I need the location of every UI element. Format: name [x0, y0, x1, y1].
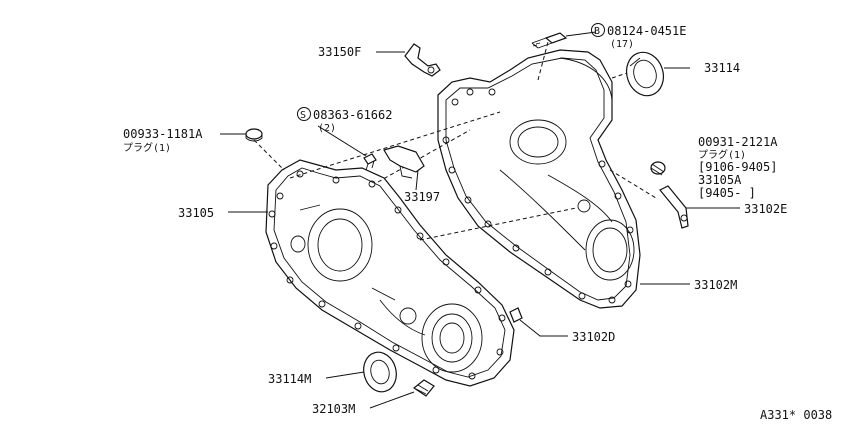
label-08124-qty: (17): [610, 39, 634, 50]
label-08363-61662: 08363-61662: [313, 108, 392, 122]
alignment-line: [253, 139, 285, 171]
rear-housing-33102M: [437, 49, 641, 309]
bolt-08124-0451E: [531, 32, 568, 49]
label-00931-2121A: 00931-2121A: [698, 135, 778, 149]
label-33197: 33197: [404, 190, 440, 204]
circle-mark-icon: [591, 23, 605, 37]
label-33114M: 33114M: [268, 372, 311, 386]
plug-00931-2121A: [650, 161, 666, 176]
label-33105A-date: [9405- ]: [698, 186, 756, 200]
label-33102E: 33102E: [744, 202, 787, 216]
leader-lines: [220, 31, 740, 409]
bolt-08363-61662: [363, 153, 377, 171]
label-00931-date: [9106-9405]: [698, 160, 777, 174]
dowel-33102D: [509, 307, 523, 323]
mark-s: S: [300, 110, 306, 121]
alignment-line: [419, 207, 577, 241]
bracket-33197: [383, 145, 425, 179]
label-33102D: 33102D: [572, 330, 615, 344]
label-00933-sub: プラグ(1): [123, 141, 171, 154]
label-08124-0451E: 08124-0451E: [607, 24, 686, 38]
alignment-line: [377, 129, 471, 183]
label-32103M: 32103M: [312, 402, 355, 416]
label-00931-sub: プラグ(1): [698, 148, 746, 161]
label-33105A: 33105A: [698, 173, 742, 187]
breather-33102E: [659, 185, 689, 229]
oil-seal-33114: [625, 51, 665, 97]
alignment-line: [289, 111, 501, 179]
label-33105: 33105: [178, 206, 214, 220]
label-08363-group: S 08363-61662 (2): [297, 107, 392, 134]
label-33150F: 33150F: [318, 45, 361, 59]
label-00933-group: 00933-1181A プラグ(1): [123, 127, 203, 154]
label-08124-group: B 08124-0451E (17): [591, 23, 686, 50]
label-33114: 33114: [704, 61, 740, 75]
circle-mark-icon: [297, 107, 311, 121]
label-00933-1181A: 00933-1181A: [123, 127, 203, 141]
label-00931-group: 00931-2121A プラグ(1) [9106-9405] 33105A [9…: [698, 135, 778, 200]
mark-b: B: [594, 26, 600, 37]
front-housing-33105: [265, 159, 515, 387]
label-33102M: 33102M: [694, 278, 737, 292]
plug-00933-1181A: [245, 128, 263, 142]
bracket-33150F: [404, 43, 441, 77]
plug-32103M: [412, 379, 435, 397]
label-08363-qty: (2): [318, 123, 336, 134]
oil-seal-33114M: [363, 351, 397, 393]
diagram-code: A331* 0038: [760, 408, 832, 422]
alignment-line: [609, 169, 657, 199]
